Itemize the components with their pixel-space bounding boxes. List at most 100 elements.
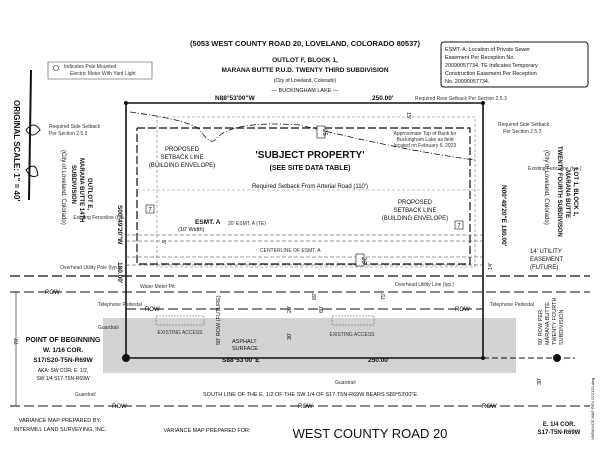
side-setback-right-2: Per Section 2.5.3: [503, 129, 542, 135]
row-label-4: ROW: [112, 404, 127, 410]
arterial-setback-label: Required Setback From Arterial Road (110…: [252, 184, 368, 190]
esmt-width-label: (10' Width): [178, 227, 205, 233]
subject-property-label: 'SUBJECT PROPERTY': [255, 150, 364, 161]
road-name: WEST COUNTY ROAD 20: [293, 426, 448, 441]
setback-left-l2: SETBACK LINE: [160, 155, 203, 161]
west-lot-line: OUTLOT E,: [86, 178, 92, 210]
setback-left-l1: PROPOSED: [165, 147, 200, 153]
setback-25-top: 25: [321, 129, 327, 136]
utility-easement-3: (FUTURE): [530, 265, 558, 271]
east-lot-line: LOT 1, BLOCK 1,: [572, 168, 578, 217]
subdivision-title: MARANA BUTTE P.U.D. TWENTY THIRD SUBDIVI…: [221, 67, 388, 74]
side-stamp: VARIANCE MAP REV 022123.dwg: [590, 378, 595, 440]
dim-60: 60': [319, 306, 325, 313]
east-bearing: N00°49'20"E 180.00': [500, 185, 508, 247]
south-distance: 250.00': [368, 357, 390, 364]
row-label-1: ROW: [45, 290, 60, 296]
row-label-2: ROW: [145, 307, 160, 313]
rear-setback-label: Required Rear Setback Per Section 2.5.3: [415, 96, 507, 102]
pob-line: S17/S20-T5N-R69W: [33, 357, 93, 364]
row-future-label: 50' ROW (FUTURE): [216, 295, 222, 345]
north-bearing: N88°53'00"W: [215, 94, 256, 102]
east-lot-line: MARANA BUTTE: [564, 170, 570, 218]
east-row-line: 50' ROW PER: [538, 310, 544, 345]
address-title: (5053 WEST COUNTY ROAD 20, LOVELAND, COL…: [190, 39, 420, 48]
setback-7-right: 7: [457, 224, 461, 230]
south-line-note: SOUTH LINE OF THE E. 1/2 OF THE SW 1/4 O…: [203, 392, 417, 398]
east-lot-line: (City of Loveland, Colorado): [543, 150, 549, 225]
note-line: 20090057734. TE Indicates Temporary: [445, 63, 538, 69]
setback-right-l3: (BUILDING ENVELOPE): [382, 216, 448, 222]
asphalt-surface: [103, 318, 516, 373]
lot-title: OUTLOT F, BLOCK 1,: [272, 57, 338, 64]
east-lot-label: LOT 1, BLOCK 1, MARANA BUTTE TWENTY FOUR…: [543, 146, 578, 237]
dim-30: 30': [287, 333, 293, 340]
easement-note: ESMT. A: Location of Private Sewer Easem…: [445, 47, 538, 85]
dim-69: 69': [312, 293, 318, 300]
legend-line-2: Electric Meter With Yard Light: [70, 71, 136, 77]
fence-right-label: Existing Fenceline (typ.): [528, 166, 582, 172]
bank-note-1: Approximate Top of Bank for: [394, 131, 457, 137]
dim-5: 5': [160, 240, 166, 244]
fence-left-label: Existing Fenceline (typ.): [73, 215, 127, 221]
point-of-beginning-label: POINT OF BEGINNING W. 1/16 COR. S17/S20-…: [26, 337, 101, 382]
dim-30-right: 30': [537, 378, 543, 385]
lake-label: — BUCKINGHAM LAKE —: [272, 88, 339, 94]
top-of-bank-line: [129, 111, 476, 161]
telephone-left: Telephone Pedestal: [98, 302, 142, 308]
dimension-labels: 20' 30' 60' 69' 75' 70' 30' 5' 15' 14': [14, 112, 543, 385]
utility-easement-2: EASEMENT: [530, 257, 563, 263]
note-line: No. 20090057734.: [445, 79, 489, 85]
dim-70: 70': [14, 338, 20, 345]
legend-box: [47, 61, 153, 80]
existing-access-left: EXISTING ACCESS: [157, 330, 203, 336]
rear-setback-line: [156, 116, 476, 268]
corner-label-2: S17-T5N-R69W: [538, 430, 581, 436]
centerline-label: CENTERLINE OF ESMT. A: [260, 248, 321, 254]
north-arrow-ornament-icon: [25, 124, 41, 178]
side-setback-right-1: Required Side Setback: [498, 122, 550, 128]
setback-25-bottom: 25: [360, 257, 366, 264]
existing-access-right: EXISTING ACCESS: [329, 332, 375, 338]
meter-light-icon: [53, 65, 59, 71]
east-row-line: SUBDIVISION: [559, 310, 565, 345]
original-scale: ORIGINAL SCALE: 1" = 40': [12, 100, 21, 201]
west-lot-line: MARANA BUTTE 14TH: [78, 158, 84, 222]
setback-right-l2: SETBACK LINE: [393, 208, 436, 214]
pob-line: W. 1/16 COR.: [43, 347, 83, 354]
east-row-label: 50' ROW PER MARANA BUTTE TWENTY FOURTH S…: [538, 298, 565, 345]
row-label-3: ROW: [455, 307, 470, 313]
dim-14: 14': [488, 263, 494, 270]
easement-note-box: [440, 41, 589, 88]
north-distance: 250.00': [372, 95, 394, 102]
esmt-a-label: ESMT. A: [195, 219, 221, 226]
bank-note-2: Buckingham Lake as field: [397, 137, 454, 143]
west-bearing: S00°49'20"W: [116, 205, 124, 245]
proposed-setback-line: [136, 127, 471, 265]
pob-line: AKA: SW COR. E. 1/2,: [38, 368, 89, 374]
overhead-line-label: Overhead Utility Line (typ.): [395, 282, 455, 288]
asphalt-label-2: SURFACE: [232, 346, 258, 352]
utility-easement-1: 14' UTILITY: [530, 249, 562, 255]
north-arrow-icon: [28, 69, 32, 201]
esmt-te-label: 20' ESMT. A (TE): [228, 221, 266, 227]
setback-7-left: 7: [148, 208, 152, 214]
guardrail-3: Guardrail: [75, 392, 96, 398]
east-row-line: MARANA BUTTE: [545, 302, 551, 345]
note-line: Construction Easement Per Reception: [445, 71, 537, 77]
legend-line-1: Indicates Pole Mounted: [64, 64, 116, 70]
west-lot-line: (City of Loveland, Colorado): [60, 150, 66, 225]
east-row-line: TWENTY FOURTH: [552, 298, 558, 345]
subject-property-sub: (SEE SITE DATA TABLE): [269, 165, 350, 172]
guardrail-1: Guardrail: [98, 325, 119, 331]
note-line: ESMT. A: Location of Private Sewer: [445, 47, 530, 53]
west-lot-label: OUTLOT E, MARANA BUTTE 14TH SUBDIVISION …: [60, 150, 92, 225]
row-label-6: ROW: [482, 404, 497, 410]
setback-left-l3: (BUILDING ENVELOPE): [149, 163, 215, 169]
dim-15: 15': [405, 112, 411, 119]
telephone-right: Telephone Pedestal: [490, 302, 534, 308]
city-title: (City of Loveland, Colorado): [274, 78, 337, 84]
bank-note-3: located on February 6, 2023: [394, 143, 457, 149]
